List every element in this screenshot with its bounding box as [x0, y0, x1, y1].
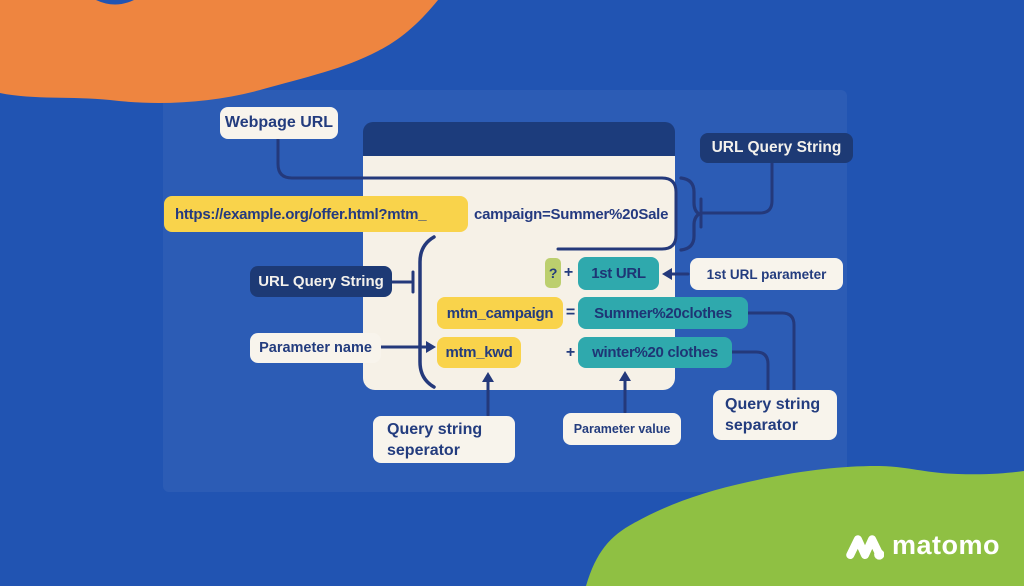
parameter-value-label: Parameter value: [563, 413, 681, 445]
mtm-campaign-chip: mtm_campaign: [437, 297, 563, 329]
matomo-logo-icon: [846, 535, 884, 560]
query-string-seperator-label-left: Query string seperator: [373, 416, 515, 463]
parameter-value-arrow-head: [619, 371, 631, 381]
plus-operator-2: +: [563, 337, 578, 368]
first-url-parameter-text: 1st URL parameter: [706, 266, 827, 282]
plus-operator-2-text: +: [565, 343, 576, 361]
url-bar-outline-line: [276, 137, 678, 251]
parameter-name-label-text: Parameter name: [259, 340, 372, 356]
query-separator-right-line1: Query string: [725, 396, 821, 413]
plus-operator-1: +: [561, 258, 576, 288]
mtm-campaign-text: mtm_campaign: [446, 304, 554, 322]
webpage-url-label-text: Webpage URL: [224, 114, 334, 131]
summer-value-chip: Summer%20clothes: [578, 297, 748, 329]
first-url-arrow-head: [662, 268, 672, 280]
url-query-string-label-left: URL Query String: [250, 266, 392, 297]
orange-blob: [0, 0, 438, 103]
winter-value-text: winter%20 clothes: [592, 344, 718, 361]
equals-operator-text: =: [565, 304, 576, 321]
summer-value-text: Summer%20clothes: [594, 304, 732, 322]
summer-chip-connector-line: [746, 311, 796, 394]
matomo-logo: matomo: [846, 531, 1000, 560]
url-highlighted-text: https://example.org/offer.html?mtm_: [175, 205, 427, 223]
winter-value-chip: winter%20 clothes: [578, 337, 732, 368]
mtm-kwd-chip: mtm_kwd: [437, 337, 521, 368]
url-highlight-chip: https://example.org/offer.html?mtm_: [164, 196, 468, 232]
query-string-brace: [679, 176, 701, 252]
question-mark-chip: ?: [545, 258, 561, 288]
webpage-url-label: Webpage URL: [220, 107, 338, 139]
parameter-value-label-text: Parameter value: [573, 422, 671, 436]
browser-window-header: [363, 122, 675, 156]
query-seperator-left-line2: seperator: [387, 441, 460, 459]
url-query-string-left-text: URL Query String: [258, 273, 384, 290]
first-url-chip-text: 1st URL: [591, 265, 646, 282]
parameter-name-arrow-head: [426, 341, 436, 353]
green-blob: [586, 466, 1024, 586]
parameter-name-label: Parameter name: [250, 333, 381, 363]
equals-operator: =: [563, 297, 578, 329]
question-mark-text: ?: [548, 265, 558, 281]
plus-operator-1-text: +: [563, 264, 574, 281]
url-query-string-top-text: URL Query String: [711, 139, 842, 156]
first-url-chip: 1st URL: [578, 257, 659, 290]
top-right-connector-line: [700, 160, 774, 215]
url-query-text: campaign=Summer%20Sale: [474, 205, 669, 223]
url-query-string-label-top: URL Query String: [700, 133, 853, 163]
first-url-parameter-label: 1st URL parameter: [690, 258, 843, 290]
matomo-logo-text: matomo: [892, 530, 1001, 560]
query-seperator-arrow-head: [482, 372, 494, 382]
mtm-kwd-text: mtm_kwd: [445, 344, 513, 361]
query-seperator-left-line1: Query string: [387, 420, 483, 438]
winter-chip-connector-line: [730, 350, 770, 394]
query-separator-right-line2: separator: [725, 417, 798, 434]
parameter-group-bracket: [418, 235, 436, 389]
query-string-separator-label-right: Query string separator: [713, 390, 837, 440]
